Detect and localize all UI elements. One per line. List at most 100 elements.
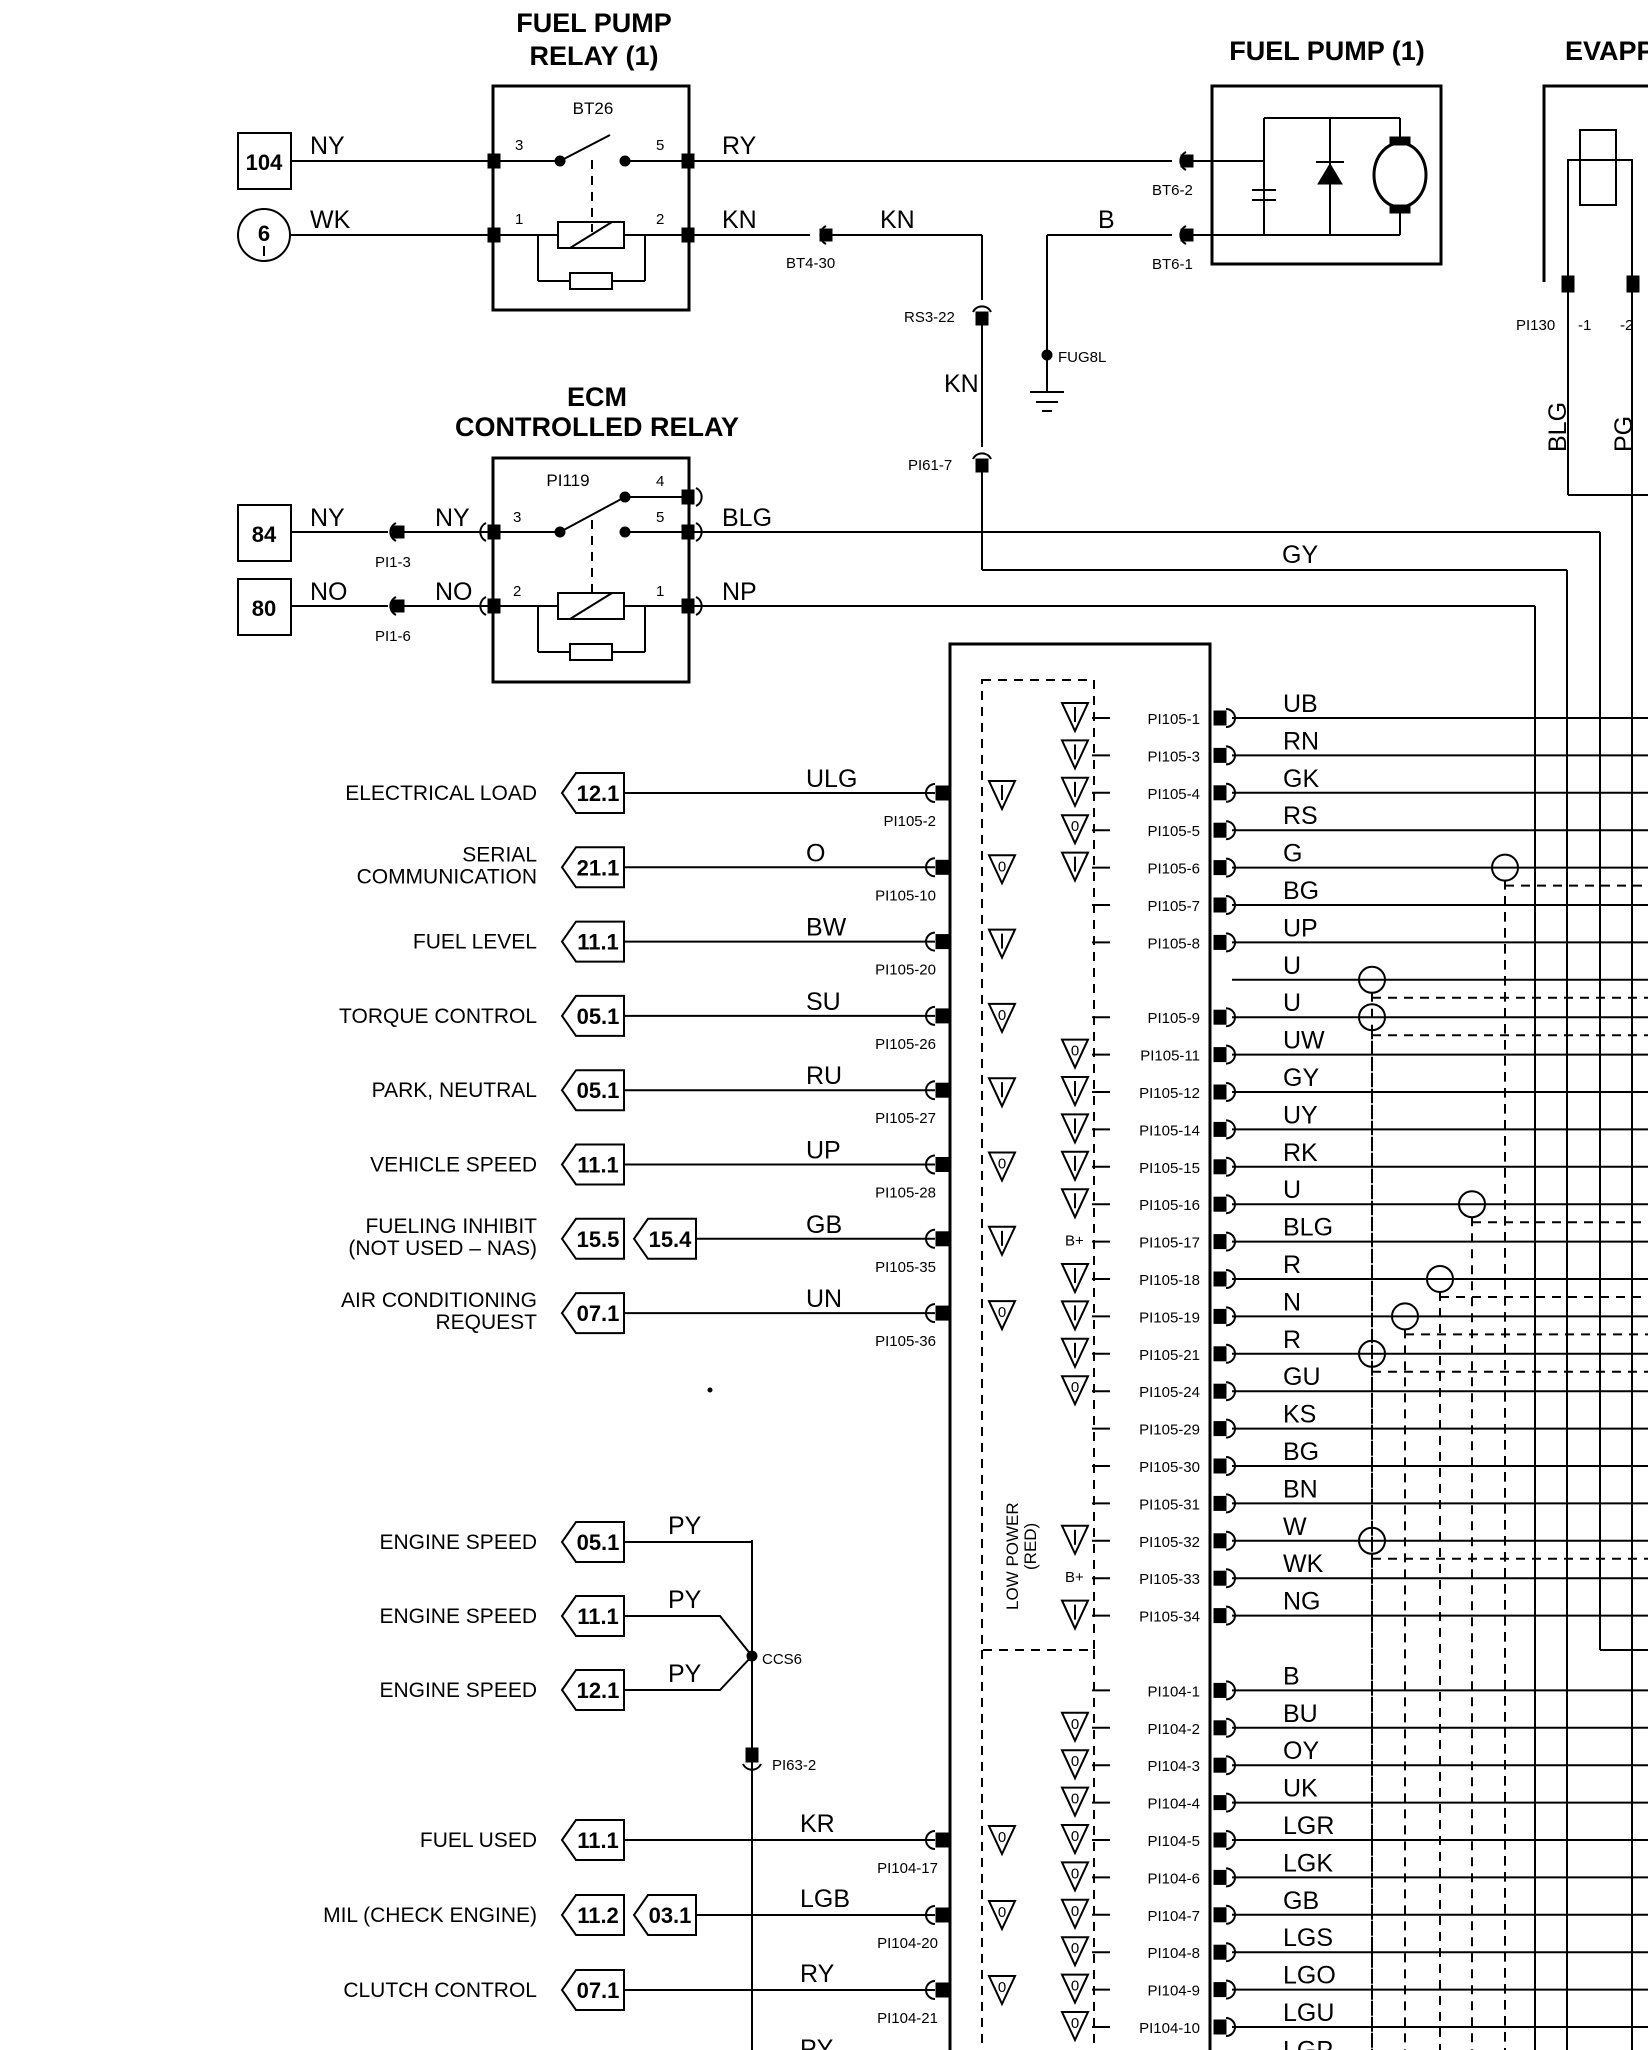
pin-pi105-21-symbol [1060, 1337, 1090, 1370]
lower-signal-2-symbol [987, 1975, 1017, 2007]
pin-pi105-18-label: PI105-18 [1139, 1272, 1200, 1289]
pin-pi104-6-symbol [1060, 1861, 1090, 1893]
pin-pi104-4-symbol-glyph: 0 [1071, 1791, 1079, 1808]
signal-pi105-27-symbol [987, 1077, 1017, 1109]
pin-pi104-4-terminal [1213, 1795, 1227, 1811]
pin-pi105-8-label: PI105-8 [1147, 935, 1200, 952]
evap-title: EVAPP [1565, 36, 1648, 66]
signal-pi105-20-terminal [935, 934, 949, 950]
pin-pi104-5-symbol [1060, 1824, 1090, 1856]
pin-pi105-17-terminal [1213, 1234, 1227, 1250]
pin-pi105-34-label: PI105-34 [1139, 1609, 1200, 1626]
lower-signal-1-ref-1-label: 03.1 [649, 1903, 692, 1928]
ecm-relay-ref: PI119 [546, 471, 589, 490]
pin-pi105-9-wire-label: U [1283, 989, 1301, 1017]
signal-pi105-28-label-0: VEHICLE SPEED [370, 1154, 537, 1177]
lower-signal-2-wire-label: RY [800, 1960, 835, 1988]
signal-pi105-27-socket [925, 1080, 936, 1101]
pin-pi105-34-terminal [1213, 1608, 1227, 1624]
fpr-pin-1: 1 [515, 211, 523, 228]
pin-pi104-3-label: PI104-3 [1147, 1758, 1200, 1775]
pin-pi105-17-wire-label: BLG [1283, 1214, 1333, 1242]
signal-pi105-36-pin: PI105-36 [875, 1333, 936, 1350]
engine-speed-1-wire-label: PY [668, 1586, 702, 1614]
signal-pi105-2-wire-label: ULG [806, 765, 857, 793]
pin-pi105-31-label: PI105-31 [1139, 1496, 1200, 1513]
signal-pi105-36-socket [925, 1303, 936, 1324]
svg-text:80: 80 [252, 596, 276, 621]
evap-component: EVAPP PI130 -1 -2 BLG PG [1516, 36, 1648, 2050]
pin-pi105-1-wire-label: UB [1283, 690, 1318, 718]
lower-signal-0-symbol [987, 1825, 1017, 1857]
pin-pi105-5-wire-label: RS [1283, 802, 1318, 830]
pin-pi105-11-wire-label: UW [1283, 1027, 1325, 1055]
lower-signal-1-terminal [935, 1907, 949, 1923]
pin-pi105-5-symbol [1060, 814, 1090, 846]
fuel-pump-box [1210, 84, 1443, 266]
splice-dashes [1358, 853, 1648, 2050]
lower-signal-2-symbol-glyph: 0 [998, 1979, 1006, 1996]
pin-pi104-2-terminal [1213, 1720, 1227, 1736]
evap-wire-pg: PG [1610, 416, 1638, 452]
signal-pi105-10-socket [925, 857, 936, 878]
pin-pi105-3-symbol [1060, 739, 1090, 771]
pin-pi105-3-wire-label: RN [1283, 727, 1319, 755]
pin-pi105-16-label: PI105-16 [1139, 1197, 1200, 1214]
pin-pi105-3-label: PI105-3 [1147, 748, 1200, 765]
pin-pi105-19-symbol [1060, 1300, 1090, 1332]
signal-pi105-35-pin: PI105-35 [875, 1259, 936, 1276]
pin-pi105-19-wire-label: N [1283, 1288, 1301, 1316]
signal-pi105-10-pin: PI105-10 [875, 887, 936, 904]
pin-pi105-34-symbol [1060, 1599, 1090, 1631]
signal-pi105-28-symbol-glyph: 0 [998, 1156, 1006, 1173]
pin-pi105-11-symbol-glyph: 0 [1071, 1043, 1079, 1060]
pin-pi104-7-label: PI104-7 [1147, 1908, 1200, 1925]
pin-pi104-9-symbol [1060, 1973, 1090, 2005]
pin-pi105-24-label: PI105-24 [1139, 1384, 1200, 1401]
pin-pi105-29-terminal [1213, 1421, 1227, 1437]
signal-pi105-26-label-0: TORQUE CONTROL [339, 1005, 537, 1028]
pin-pi105-18-symbol [1060, 1263, 1090, 1295]
lower-signal-1-label: MIL (CHECK ENGINE) [323, 1904, 537, 1927]
svg-text:6: 6 [258, 221, 270, 246]
pin-pi105-11-symbol [1060, 1038, 1090, 1070]
conn-pi63-2: PI63-2 [772, 1757, 816, 1774]
engine-speed-2-wire-label: PY [668, 1660, 702, 1688]
signal-pi105-35-label-1: (NOT USED – NAS) [348, 1237, 537, 1260]
pin-pi104-6-label: PI104-6 [1147, 1870, 1200, 1887]
pin-pi105-31-terminal [1213, 1495, 1227, 1511]
pin-pi105-4-wire-label: GK [1283, 765, 1319, 793]
signal-pi105-20-ref-0-label: 11.1 [577, 930, 619, 955]
signal-pi105-20-socket [925, 931, 936, 952]
pin-pi104-8-symbol [1060, 1936, 1090, 1968]
wire-ry: RY [722, 132, 757, 160]
ecm-relay-title-1: ECM [567, 382, 627, 412]
evap-wire-blg: BLG [1544, 402, 1572, 452]
pin-pi105-15-terminal [1213, 1159, 1227, 1175]
pin-pi104-9-wire-label: LGO [1283, 1962, 1336, 1990]
signal-pi105-35-terminal [935, 1231, 949, 1247]
pin-pi105-24-symbol [1060, 1375, 1090, 1407]
pin-pi104-8-terminal [1213, 1944, 1227, 1960]
fpr-pin-2: 2 [656, 211, 664, 228]
pin-row-36-wire-label: LGP [1283, 2036, 1333, 2050]
wire-blg: BLG [722, 504, 772, 532]
pin-pi104-5-label: PI104-5 [1147, 1833, 1200, 1850]
pin-pi104-7-wire-label: GB [1283, 1887, 1319, 1915]
engine-speed-2-label: ENGINE SPEED [379, 1679, 537, 1702]
ecr-pin-1: 1 [656, 583, 664, 600]
lower-signal-1-symbol [987, 1900, 1017, 1932]
pin-pi105-9-label: PI105-9 [1147, 1010, 1200, 1027]
signal-pi105-10-ref-0-label: 21.1 [577, 855, 620, 880]
pin-pi105-21-wire-label: R [1283, 1326, 1301, 1354]
wire-b: B [1098, 206, 1115, 234]
conn-pi61-7: PI61-7 [908, 457, 952, 474]
lower-signal-0-symbol-glyph: 0 [998, 1829, 1006, 1846]
signal-pi105-10-label-1: COMMUNICATION [357, 865, 537, 888]
pin-pi104-1-label: PI104-1 [1147, 1683, 1200, 1700]
signal-pi105-27-ref-0-label: 05.1 [577, 1078, 620, 1103]
pin-pi105-24-wire-label: GU [1283, 1363, 1321, 1391]
